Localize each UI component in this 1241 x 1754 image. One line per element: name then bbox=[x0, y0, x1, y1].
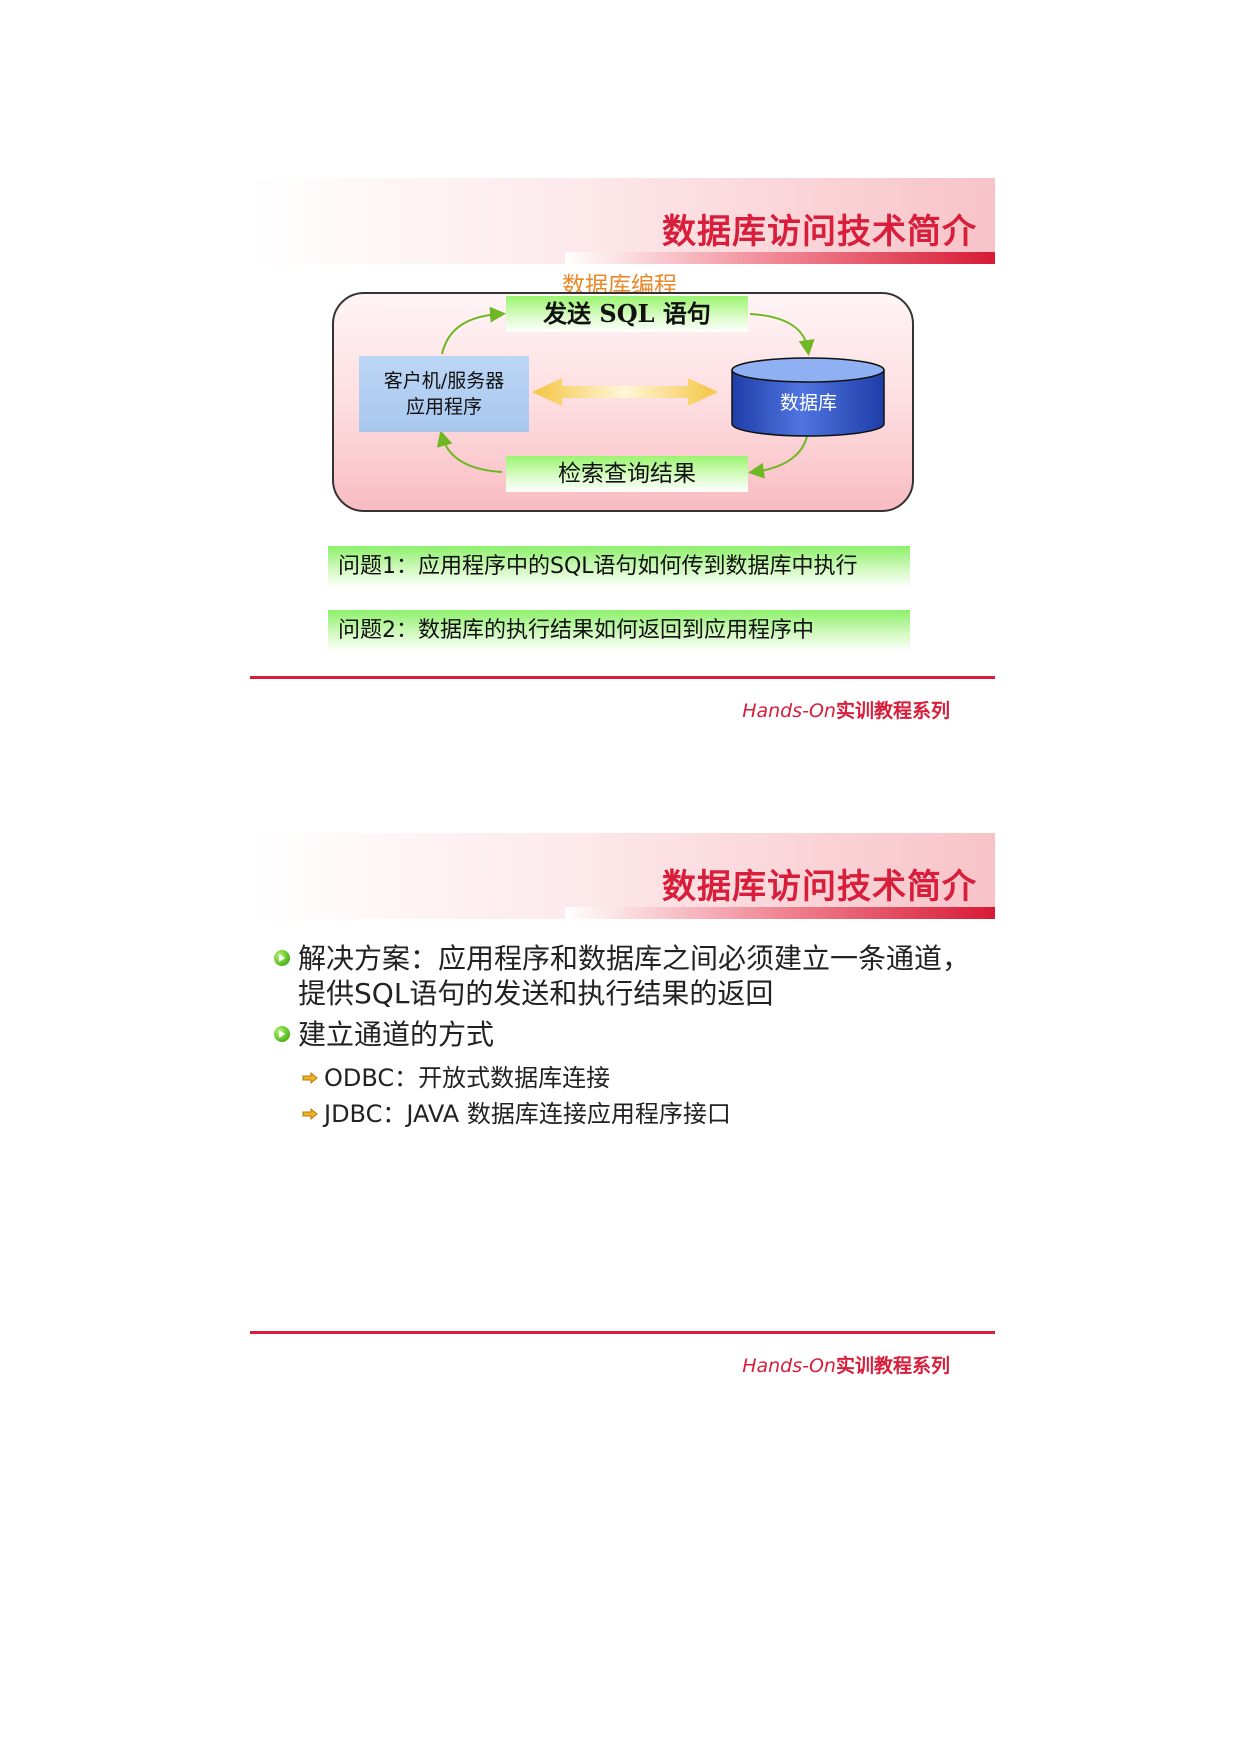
footer-brand: Hands-On实训教程系列 bbox=[742, 1351, 950, 1378]
green-bullet-icon bbox=[274, 950, 290, 966]
bullet-text-line: 建立通道的方式 bbox=[298, 1018, 495, 1051]
header-accent-line bbox=[565, 907, 995, 919]
bullet-text-line: 解决方案：应用程序和数据库之间必须建立一条通道， bbox=[298, 942, 971, 975]
pointing-hand-icon bbox=[302, 1108, 318, 1120]
sub-bullet-text: JDBC：JAVA 数据库连接应用程序接口 bbox=[324, 1100, 731, 1128]
bullet-list: 解决方案：应用程序和数据库之间必须建立一条通道， 提供SQL语句的发送和执行结果… bbox=[272, 941, 992, 1132]
sub-bullet-item: ODBC：开放式数据库连接 bbox=[272, 1060, 992, 1096]
slide-title: 数据库访问技术简介 bbox=[662, 867, 977, 907]
client-label-line2: 应用程序 bbox=[405, 396, 482, 418]
question-2: 问题2：数据库的执行结果如何返回到应用程序中 bbox=[328, 610, 910, 652]
footer-line bbox=[250, 676, 995, 679]
question-1: 问题1：应用程序中的SQL语句如何传到数据库中执行 bbox=[328, 546, 910, 588]
database-label: 数据库 bbox=[780, 392, 838, 414]
header-band bbox=[250, 178, 995, 264]
footer-brand: Hands-On实训教程系列 bbox=[742, 696, 950, 723]
footer-brand-en: Hands-On bbox=[742, 700, 836, 722]
footer-line bbox=[250, 1331, 995, 1334]
client-label-line1: 客户机/服务器 bbox=[383, 370, 505, 392]
client-app-box: 客户机/服务器 应用程序 bbox=[359, 356, 529, 432]
header-band bbox=[250, 833, 995, 919]
send-arrow-left bbox=[441, 306, 506, 355]
sub-bullet-text: ODBC：开放式数据库连接 bbox=[324, 1064, 611, 1092]
green-bullet-icon bbox=[274, 1026, 290, 1042]
bullet-item: 解决方案：应用程序和数据库之间必须建立一条通道， 提供SQL语句的发送和执行结果… bbox=[272, 941, 992, 1011]
header-accent-line bbox=[565, 252, 995, 264]
bullet-item: 建立通道的方式 bbox=[272, 1017, 992, 1052]
send-arrow-right bbox=[749, 313, 815, 356]
footer-brand-en: Hands-On bbox=[742, 1355, 836, 1377]
send-sql-label: 发送 SQL 语句 bbox=[506, 296, 748, 332]
exchange-double-arrow bbox=[532, 378, 718, 406]
slide-1: 数据库访问技术简介 数据库编程 发送 SQL 语句 检索查询结果 客户机/服务器… bbox=[250, 178, 995, 778]
slide-2: 数据库访问技术简介 解决方案：应用程序和数据库之间必须建立一条通道， 提供SQL… bbox=[250, 833, 995, 1433]
database-cylinder-icon bbox=[731, 357, 885, 437]
slide-title: 数据库访问技术简介 bbox=[662, 212, 977, 252]
diagram-arrows bbox=[436, 306, 815, 479]
bullet-text-line: 提供SQL语句的发送和执行结果的返回 bbox=[298, 977, 774, 1010]
footer-brand-zh: 实训教程系列 bbox=[835, 1355, 950, 1377]
retrieve-arrow-left bbox=[436, 430, 503, 473]
retrieve-results-label: 检索查询结果 bbox=[506, 456, 748, 492]
footer-brand-zh: 实训教程系列 bbox=[835, 700, 950, 722]
sub-bullet-item: JDBC：JAVA 数据库连接应用程序接口 bbox=[272, 1096, 992, 1132]
pointing-hand-icon bbox=[302, 1072, 318, 1084]
